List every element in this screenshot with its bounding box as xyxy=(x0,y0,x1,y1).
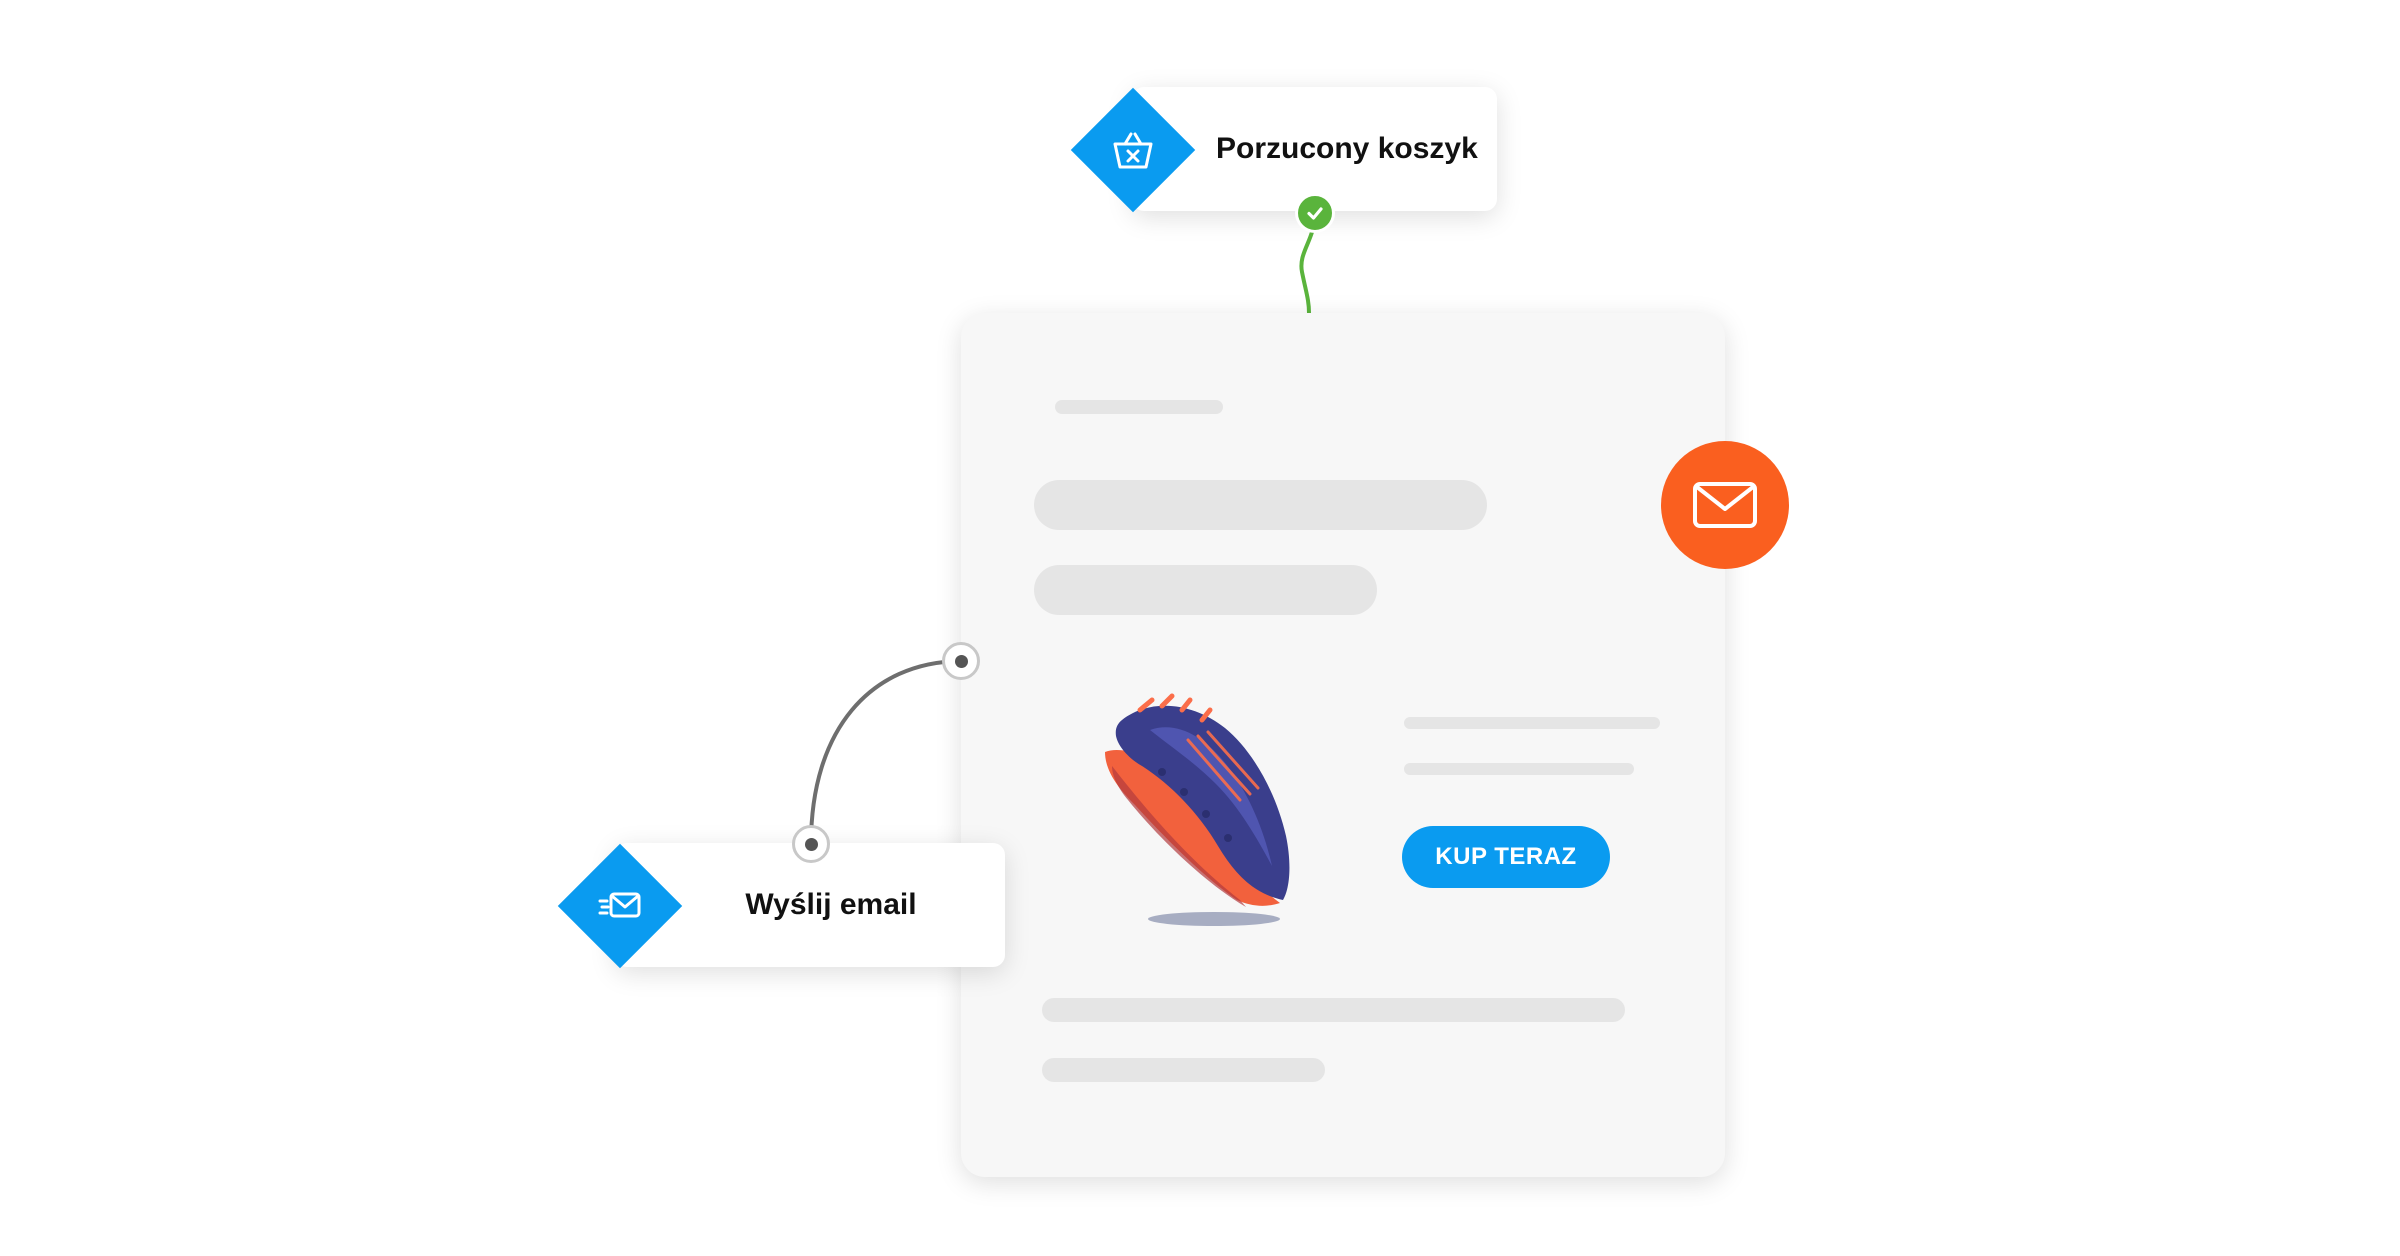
check-icon xyxy=(1307,207,1323,220)
placeholder-product-text-2 xyxy=(1404,763,1634,775)
basket-x-icon xyxy=(1113,132,1153,169)
send-email-icon xyxy=(598,892,641,918)
placeholder-footer-line-1 xyxy=(1042,998,1625,1022)
envelope-icon xyxy=(1693,482,1757,528)
running-shoe-image xyxy=(1105,693,1290,926)
placeholder-product-text-1 xyxy=(1404,717,1660,729)
action-node-label: Wyślij email xyxy=(745,888,917,921)
email-badge xyxy=(1661,441,1789,569)
action-connector-line xyxy=(809,659,963,846)
placeholder-footer-line-2 xyxy=(1042,1058,1325,1082)
success-check-badge xyxy=(1295,193,1335,233)
action-node-icon-tile xyxy=(557,843,683,969)
connector-port-action-node[interactable] xyxy=(792,825,830,863)
placeholder-subheadline xyxy=(1034,565,1377,615)
email-preview-card xyxy=(961,313,1725,1177)
connector-port-email-card[interactable] xyxy=(942,642,980,680)
trigger-node-icon-tile xyxy=(1070,87,1196,213)
placeholder-preheader xyxy=(1055,400,1223,414)
buy-now-button[interactable]: KUP TERAZ xyxy=(1402,826,1610,888)
trigger-node-label: Porzucony koszyk xyxy=(1216,132,1478,165)
placeholder-headline xyxy=(1034,480,1487,530)
